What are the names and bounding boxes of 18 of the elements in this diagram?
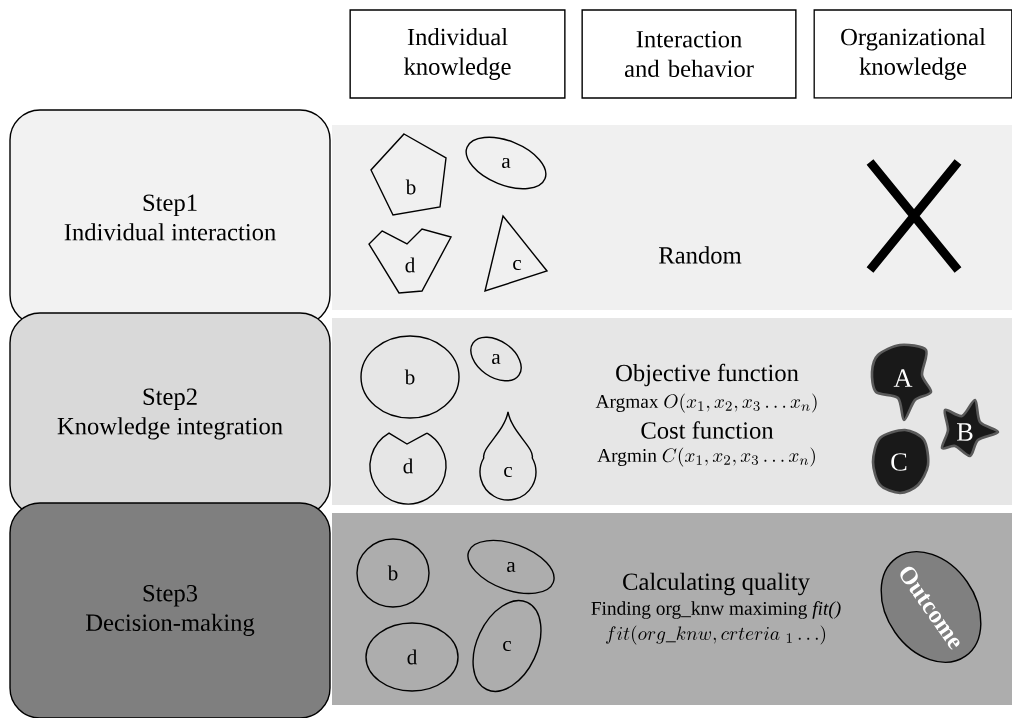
drop-shape: c: [479, 411, 537, 501]
header-box: Organizational knowledge: [813, 9, 1012, 99]
step-box: Step3 Decision-making: [9, 502, 331, 718]
step-box: Step2 Knowledge integration: [9, 312, 331, 516]
step-box: Step1 Individual interaction: [9, 109, 331, 326]
header-box: Interaction and behavior: [581, 9, 797, 99]
formula-text: Argmin $C(x_{1}, x_{2}, x_{3}\ldots x_{n})$: [597, 447, 815, 467]
row-band: [332, 318, 1012, 505]
column-text: Cost function: [641, 421, 774, 439]
header-box: Individual knowledge: [349, 9, 566, 99]
formula-text: $fit(org\_knw, crteria\;_{1} \ldots)$: [606, 625, 826, 645]
row-band: [332, 513, 1012, 705]
column-text: Objective function: [616, 363, 799, 387]
column-text: Calculating quality: [623, 572, 810, 596]
description-text: Finding org_knw maximing fit(): [591, 601, 841, 619]
row-band: [332, 125, 1012, 310]
formula-text: Argmax $O(x_{1}, x_{2}, x_{3}\ldots x_{n})$: [595, 393, 817, 413]
column-text: Random: [659, 246, 742, 264]
